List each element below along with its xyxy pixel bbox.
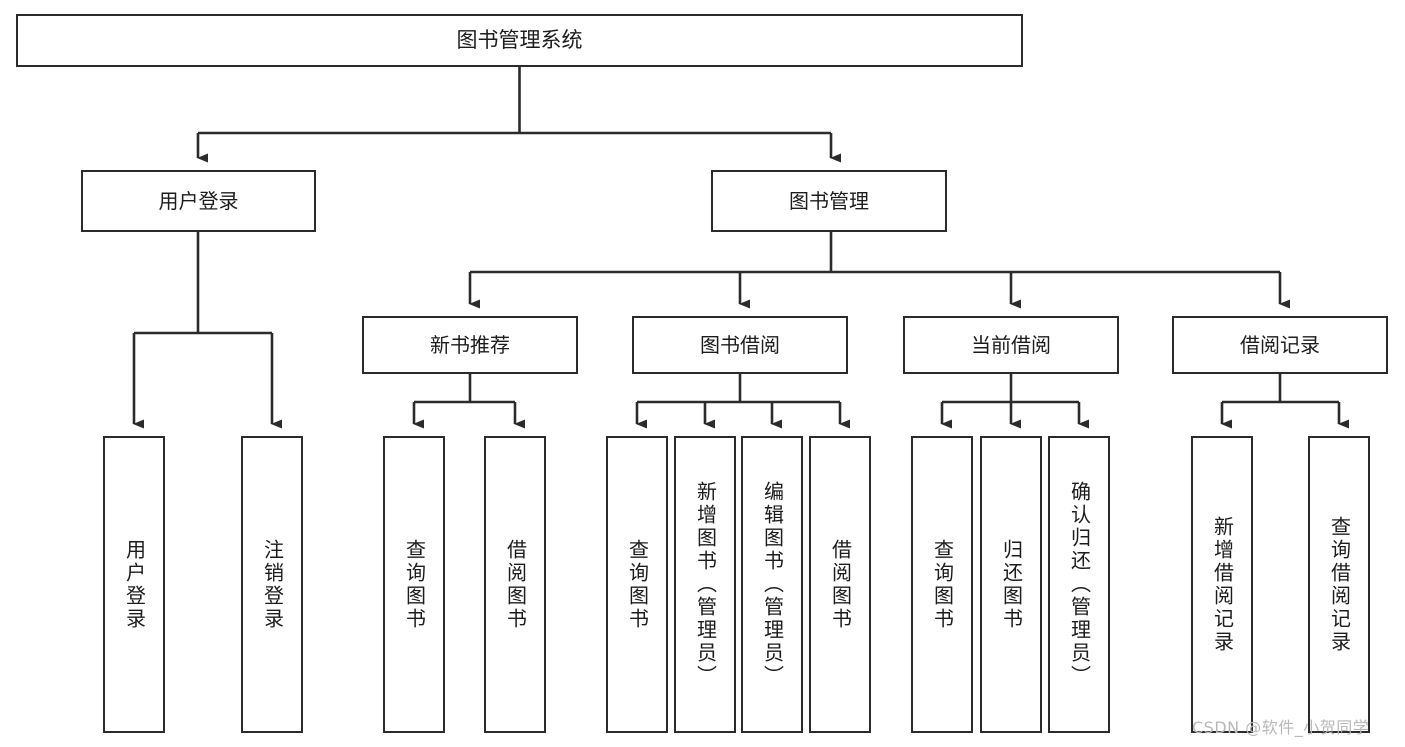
node-leaf-borrow-book-1[interactable]: 借阅图书: [484, 436, 546, 733]
node-label: 查询图书: [930, 538, 955, 631]
node-leaf-add-record[interactable]: 新增借阅记录: [1191, 436, 1253, 733]
node-label: 注销登录: [260, 538, 285, 631]
node-new-book-recommend[interactable]: 新书推荐: [362, 316, 578, 374]
node-user-login[interactable]: 用户登录: [81, 170, 316, 232]
node-label: 归还图书: [999, 538, 1024, 631]
node-label: 新书推荐: [430, 332, 510, 357]
node-label: 图书借阅: [700, 332, 780, 357]
node-label: 借阅图书: [503, 538, 528, 631]
node-label: 图书管理系统: [456, 28, 583, 53]
node-leaf-query-record[interactable]: 查询借阅记录: [1308, 436, 1370, 733]
node-label: 借阅图书: [828, 538, 853, 631]
node-label: 查询图书: [402, 538, 427, 631]
node-leaf-confirm-return[interactable]: 确认归还（管理员）: [1048, 436, 1110, 733]
node-current-borrow[interactable]: 当前借阅: [903, 316, 1119, 374]
node-label: 查询借阅记录: [1327, 515, 1352, 654]
node-label: 编辑图书（管理员）: [760, 481, 785, 688]
node-label: 用户登录: [158, 188, 239, 213]
node-leaf-query-book-2[interactable]: 查询图书: [606, 436, 668, 733]
node-label: 确认归还（管理员）: [1067, 481, 1092, 688]
node-label: 新增图书（管理员）: [693, 481, 718, 688]
node-leaf-return-book[interactable]: 归还图书: [980, 436, 1042, 733]
node-leaf-query-book-1[interactable]: 查询图书: [383, 436, 445, 733]
node-book-management[interactable]: 图书管理: [711, 170, 947, 232]
node-label: 借阅记录: [1240, 332, 1320, 357]
node-label: 图书管理: [789, 188, 869, 213]
node-leaf-borrow-book-2[interactable]: 借阅图书: [809, 436, 871, 733]
node-label: 新增借阅记录: [1210, 515, 1235, 654]
node-leaf-query-book-3[interactable]: 查询图书: [911, 436, 973, 733]
node-label: 查询图书: [625, 538, 650, 631]
node-leaf-logout[interactable]: 注销登录: [241, 436, 303, 733]
node-root-system[interactable]: 图书管理系统: [16, 14, 1023, 67]
node-leaf-edit-book[interactable]: 编辑图书（管理员）: [741, 436, 803, 733]
node-book-borrow[interactable]: 图书借阅: [632, 316, 848, 374]
node-borrow-record[interactable]: 借阅记录: [1172, 316, 1388, 374]
node-label: 用户登录: [122, 538, 147, 631]
node-label: 当前借阅: [971, 332, 1051, 357]
node-leaf-add-book[interactable]: 新增图书（管理员）: [674, 436, 736, 733]
node-leaf-user-login[interactable]: 用户登录: [103, 436, 165, 733]
